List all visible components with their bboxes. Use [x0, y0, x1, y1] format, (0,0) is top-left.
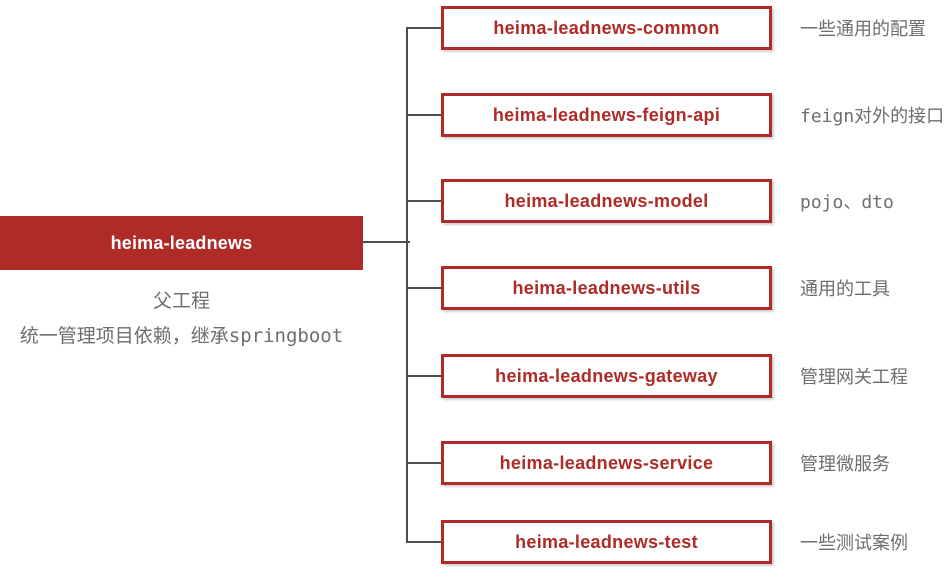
child-box: heima-leadnews-service — [441, 441, 772, 485]
root-node-heima-leadnews: heima-leadnews — [0, 216, 363, 270]
root-caption-line1: 父工程 — [152, 290, 210, 312]
child-note: 管理网关工程 — [800, 367, 908, 388]
child-title: heima-leadnews-service — [499, 452, 714, 473]
child-title: heima-leadnews-gateway — [495, 365, 718, 386]
child-box: heima-leadnews-gateway — [441, 354, 772, 398]
child-note: 一些通用的配置 — [800, 19, 926, 40]
child-box: heima-leadnews-utils — [441, 266, 772, 310]
child-title: heima-leadnews-model — [504, 190, 709, 211]
connector-stub-gateway — [407, 375, 441, 377]
child-title: heima-leadnews-test — [515, 531, 698, 552]
child-note: feign对外的接口 — [800, 106, 945, 127]
child-box: heima-leadnews-model — [441, 179, 772, 223]
connector-stub-model — [407, 200, 441, 202]
connector-stub-utils — [407, 287, 441, 289]
child-node-model: heima-leadnews-model pojo、dto — [441, 179, 894, 223]
child-node-utils: heima-leadnews-utils 通用的工具 — [441, 266, 890, 310]
root-node-title: heima-leadnews — [110, 232, 253, 253]
child-node-common: heima-leadnews-common 一些通用的配置 — [441, 6, 926, 50]
child-node-service: heima-leadnews-service 管理微服务 — [441, 441, 890, 485]
child-note: 通用的工具 — [800, 279, 890, 300]
child-node-gateway: heima-leadnews-gateway 管理网关工程 — [441, 354, 908, 398]
child-box: heima-leadnews-feign-api — [441, 93, 772, 137]
child-node-test: heima-leadnews-test 一些测试案例 — [441, 520, 908, 564]
child-note: 管理微服务 — [800, 454, 890, 475]
child-note: pojo、dto — [800, 192, 894, 213]
child-box: heima-leadnews-common — [441, 6, 772, 50]
child-node-feign-api: heima-leadnews-feign-api feign对外的接口 — [441, 93, 944, 137]
child-title: heima-leadnews-feign-api — [492, 104, 721, 125]
child-title: heima-leadnews-utils — [512, 277, 701, 298]
child-title: heima-leadnews-common — [493, 17, 720, 38]
root-caption-line2: 统一管理项目依赖，继承springboot — [19, 325, 344, 347]
connector-root-branch — [363, 241, 410, 243]
connector-trunk — [406, 27, 408, 543]
connector-stub-common — [407, 27, 441, 29]
connector-stub-test — [407, 541, 441, 543]
child-box: heima-leadnews-test — [441, 520, 772, 564]
connector-stub-feign-api — [407, 114, 441, 116]
connector-stub-service — [407, 462, 441, 464]
child-note: 一些测试案例 — [800, 533, 908, 554]
